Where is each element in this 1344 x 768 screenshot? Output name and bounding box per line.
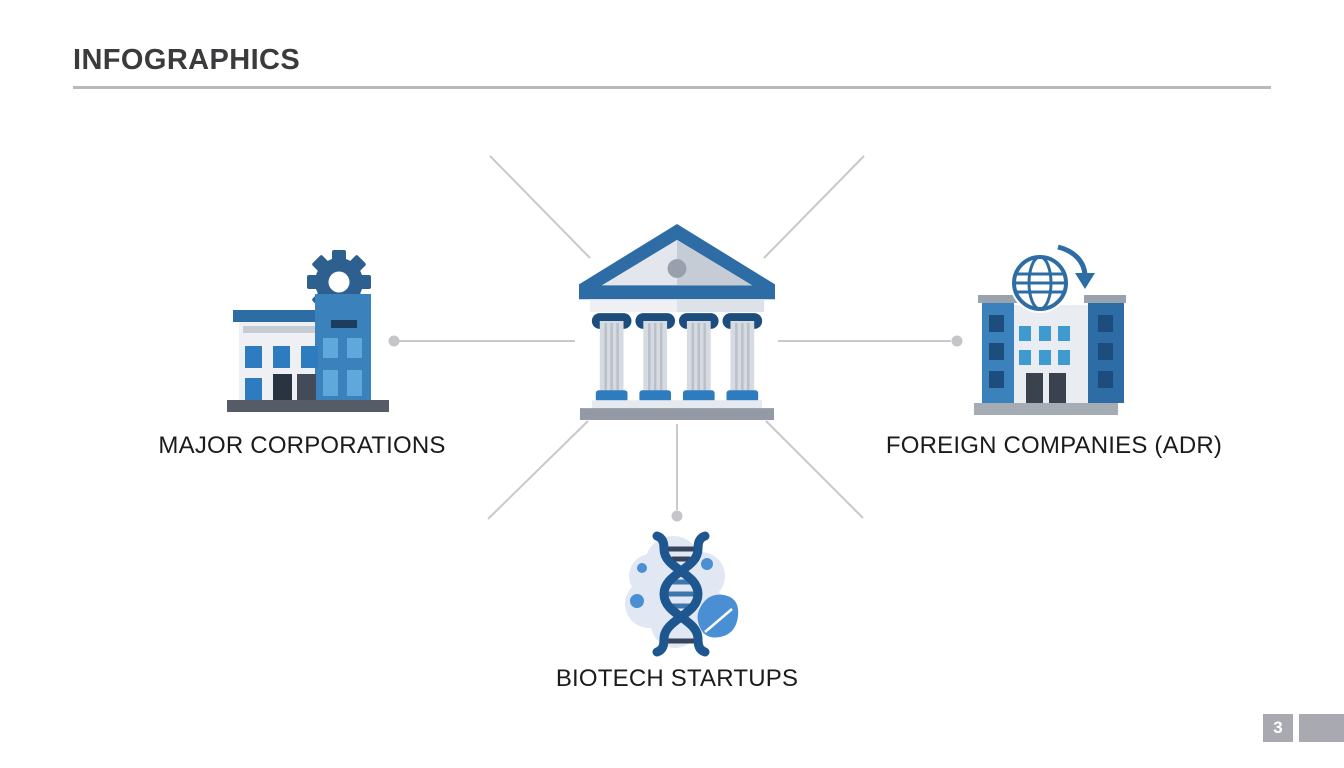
connector-dot-left [388,335,400,347]
connector-line-bottom-right [765,420,864,519]
dna-leaf-icon [625,531,739,657]
leaf-icon [697,594,739,638]
label-major-corporations: MAJOR CORPORATIONS [158,432,446,459]
refresh-arrow-icon [1057,244,1088,276]
connector-line-bottom-left [487,420,589,520]
globe-icon [1010,244,1095,313]
title-underline [73,86,1271,89]
dna-helix-icon [652,531,710,657]
connector-dot-bottom [671,510,683,522]
connector-line-top-left [489,155,591,259]
label-biotech-startups: BIOTECH STARTUPS [555,665,799,692]
page-title: INFOGRAPHICS [73,44,301,76]
page-number-badge: 3 [1263,714,1293,742]
page-number-bar [1299,714,1344,742]
corporation-building-gear-icon [227,250,389,412]
bank-icon [578,223,776,420]
building-globe-icon [974,244,1126,415]
label-foreign-companies: FOREIGN COMPANIES (ADR) [885,432,1223,459]
connector-dot-right [951,335,963,347]
connector-line-top-right [763,155,865,259]
